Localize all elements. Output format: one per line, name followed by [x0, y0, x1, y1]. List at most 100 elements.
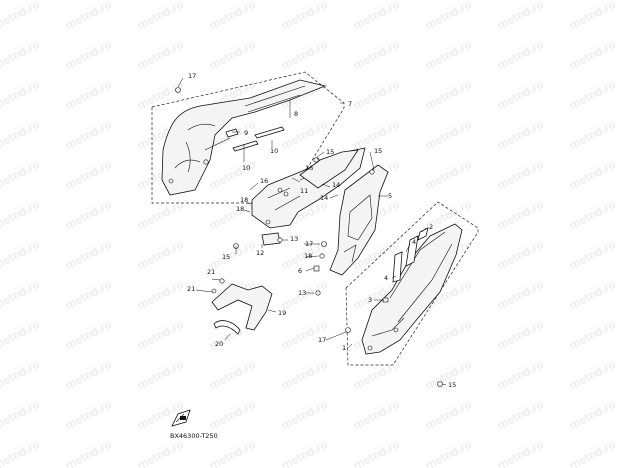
watermark-text: motod.ru [0, 317, 42, 352]
watermark-text: motod.ru [567, 197, 618, 232]
watermark-text: motod.ru [63, 357, 114, 392]
lower-side-cover [361, 223, 463, 355]
watermark-text: motod.ru [135, 0, 186, 33]
callout-19: 19 [278, 309, 286, 317]
callout-16: 16 [305, 164, 313, 172]
watermark-text: motod.ru [135, 357, 186, 392]
watermark-text: motod.ru [207, 437, 258, 468]
watermark-text: motod.ru [207, 0, 258, 33]
watermark-text: motod.ru [0, 77, 42, 112]
watermark-text: motod.ru [567, 117, 618, 152]
watermark-text: motod.ru [63, 37, 114, 72]
watermark-text: motod.ru [567, 357, 618, 392]
watermark-text: motod.ru [567, 437, 618, 468]
watermark-text: motod.ru [0, 397, 42, 432]
callout-17: 17 [318, 336, 326, 344]
watermark-text: motod.ru [567, 397, 618, 432]
watermark-text: motod.ru [495, 117, 546, 152]
callout-9: 9 [244, 129, 248, 137]
callout-3: 3 [368, 296, 372, 304]
watermark-text: motod.ru [567, 157, 618, 192]
plate-9 [225, 128, 239, 138]
watermark-text: motod.ru [63, 77, 114, 112]
callout-8: 8 [294, 110, 298, 118]
watermark-text: motod.ru [279, 357, 330, 392]
callout-18: 18 [236, 205, 244, 213]
watermark-text: motod.ru [495, 397, 546, 432]
callout-21: 21 [207, 268, 215, 276]
decal-4a [392, 251, 403, 283]
callout-14: 14 [320, 194, 328, 202]
callout-10: 10 [270, 147, 278, 155]
watermark-text: motod.ru [207, 157, 258, 192]
watermark-text: motod.ru [423, 317, 474, 352]
watermark-text: motod.ru [495, 157, 546, 192]
middle-side-cover [251, 147, 366, 229]
watermark-text: motod.ru [567, 0, 618, 33]
watermark-text: motod.ru [63, 117, 114, 152]
callout-12: 12 [256, 249, 264, 257]
watermark-text: motod.ru [423, 437, 474, 468]
leader-lines [177, 77, 447, 386]
watermark-text: motod.ru [135, 317, 186, 352]
watermark-text: motod.ru [351, 397, 402, 432]
watermark-text: motod.ru [135, 437, 186, 468]
watermark-text: motod.ru [495, 237, 546, 272]
watermark-text: motod.ru [63, 197, 114, 232]
callout-17: 17 [188, 72, 196, 80]
watermark-text: motod.ru [567, 237, 618, 272]
watermark-text: motod.ru [279, 437, 330, 468]
upper-side-cover [161, 79, 327, 196]
callout-14: 14 [332, 181, 340, 189]
watermark-text: motod.ru [495, 77, 546, 112]
watermark-text: motod.ru [207, 37, 258, 72]
watermark-text: motod.ru [279, 117, 330, 152]
watermark-text: motod.ru [495, 317, 546, 352]
watermark-text: motod.ru [279, 37, 330, 72]
watermark-text: motod.ru [423, 397, 474, 432]
callout-1: 1 [342, 344, 346, 352]
callout-15: 15 [374, 147, 382, 155]
watermark-text: motod.ru [0, 197, 42, 232]
bracket-19 [211, 283, 273, 331]
bracket-12 [261, 232, 281, 246]
emblem-strip-b [254, 126, 285, 139]
assembly-box-upper [151, 71, 345, 204]
watermark-text: motod.ru [63, 237, 114, 272]
watermark-text: motod.ru [423, 117, 474, 152]
watermark-text: motod.ru [423, 0, 474, 33]
diagram-code: BX46300-T250 [170, 432, 218, 440]
callout-2: 2 [429, 223, 433, 231]
callout-4: 4 [412, 238, 416, 246]
callout-13: 13 [290, 235, 298, 243]
callout-18: 18 [304, 252, 312, 260]
watermark-text: motod.ru [207, 397, 258, 432]
callout-4: 4 [384, 274, 388, 282]
callout-20: 20 [215, 340, 223, 348]
watermark-text: motod.ru [567, 277, 618, 312]
watermark-text: motod.ru [0, 37, 42, 72]
watermark-text: motod.ru [495, 197, 546, 232]
callout-17: 17 [305, 240, 313, 248]
inner-panel-5 [329, 164, 389, 276]
watermark-text: motod.ru [279, 397, 330, 432]
watermark-text: motod.ru [0, 237, 42, 272]
callout-6: 6 [298, 267, 302, 275]
watermark-text: motod.ru [423, 157, 474, 192]
callout-13: 13 [298, 289, 306, 297]
watermark-text: motod.ru [63, 317, 114, 352]
watermark-text: motod.ru [279, 0, 330, 33]
watermark-text: motod.ru [63, 437, 114, 468]
watermark-text: motod.ru [495, 357, 546, 392]
watermark-text: motod.ru [351, 437, 402, 468]
watermark-text: motod.ru [495, 0, 546, 33]
emblem-strip-a [232, 140, 259, 152]
watermark-text: motod.ru [135, 77, 186, 112]
watermark-text: motod.ru [423, 77, 474, 112]
watermark-text: motod.ru [135, 37, 186, 72]
watermark-text: motod.ru [567, 77, 618, 112]
watermark-text: motod.ru [0, 157, 42, 192]
watermark-text: motod.ru [63, 157, 114, 192]
